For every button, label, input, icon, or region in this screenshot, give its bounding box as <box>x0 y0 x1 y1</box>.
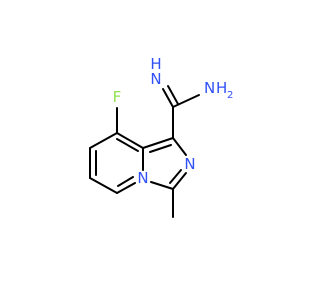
bond-c8a-c8-inner <box>116 138 139 152</box>
atom-label-imidazole-nitrogen: N <box>184 155 195 173</box>
bond-c8a-c8 <box>116 132 144 149</box>
bond-c3-n4 <box>150 181 174 190</box>
atom-label-amine-hydrogen: H <box>216 79 227 97</box>
bond-c6-c5 <box>89 177 118 194</box>
bond-c8a-c1-inner <box>149 144 172 153</box>
atom-label-imine-hydrogen: H <box>150 55 161 73</box>
bond-n2-c3-inner <box>169 169 182 184</box>
bond-c1-n2 <box>172 137 187 156</box>
atom-label-fluorine: F <box>113 88 122 106</box>
atom-label-amine-nitrogen: N <box>204 79 215 97</box>
atom-label-imine-nitrogen: N <box>150 70 161 88</box>
bond-camidine-nimine-double <box>167 85 179 105</box>
molecule-structure-diagram: F H N N H 2 N N <box>89 55 234 218</box>
bonds <box>89 85 200 218</box>
atom-label-bridgehead-nitrogen: N <box>137 169 148 187</box>
bond-c5-n4-inner <box>117 176 134 187</box>
atom-label-amine-subscript: 2 <box>227 90 233 101</box>
atom-labels: F H N N H 2 N N <box>113 55 234 187</box>
bond-camidine-namine <box>172 94 200 108</box>
bond-c8a-c1 <box>142 137 174 149</box>
bond-c8-c7 <box>89 132 118 149</box>
bond-c5-n4 <box>116 182 136 194</box>
bond-camidine-nimine <box>162 88 174 108</box>
bond-n2-c3 <box>172 172 187 190</box>
